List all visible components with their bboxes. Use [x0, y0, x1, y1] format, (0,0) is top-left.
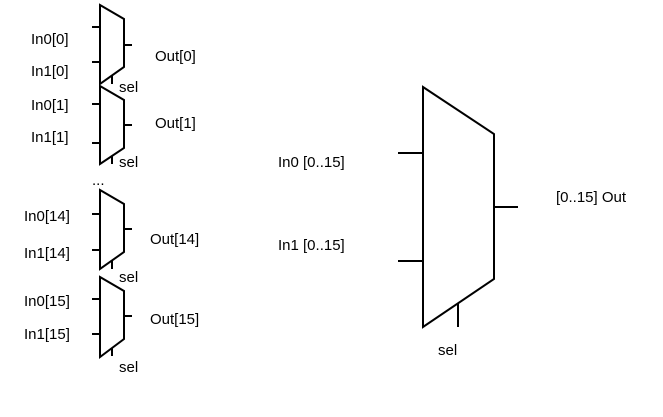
ellipsis: ...: [92, 172, 105, 189]
sel-label: sel: [119, 269, 138, 286]
big-sel-label: sel: [438, 342, 457, 359]
in0-label: In0[15]: [24, 293, 70, 310]
small-mux-14: In0[14] In1[14] Out[14] sel: [24, 188, 199, 286]
in0-label: In0[1]: [31, 97, 69, 114]
sel-label: sel: [119, 79, 138, 96]
small-mux-0: In0[0] In1[0] Out[0] sel: [31, 3, 196, 96]
sel-label: sel: [119, 359, 138, 376]
mux-body: [99, 188, 125, 271]
big-mux-body: [422, 85, 495, 329]
small-mux-1: In0[1] In1[1] Out[1] sel: [31, 84, 196, 171]
big-out-label: [0..15] Out: [556, 189, 627, 206]
in0-label: In0[14]: [24, 208, 70, 225]
sel-label: sel: [119, 154, 138, 171]
big-in1-label: In1 [0..15]: [278, 237, 345, 254]
out-label: Out[1]: [155, 115, 196, 132]
out-label: Out[0]: [155, 48, 196, 65]
in1-label: In1[14]: [24, 245, 70, 262]
small-mux-15: In0[15] In1[15] Out[15] sel: [24, 275, 199, 376]
mux-body: [99, 3, 125, 86]
in1-label: In1[1]: [31, 129, 69, 146]
out-label: Out[14]: [150, 231, 199, 248]
in1-label: In1[0]: [31, 63, 69, 80]
in0-label: In0[0]: [31, 31, 69, 48]
out-label: Out[15]: [150, 311, 199, 328]
mux-body: [99, 275, 125, 359]
in1-label: In1[15]: [24, 326, 70, 343]
big-mux: In0 [0..15] In1 [0..15] [0..15] Out sel: [278, 85, 627, 359]
mux-body: [99, 84, 125, 166]
big-in0-label: In0 [0..15]: [278, 154, 345, 171]
